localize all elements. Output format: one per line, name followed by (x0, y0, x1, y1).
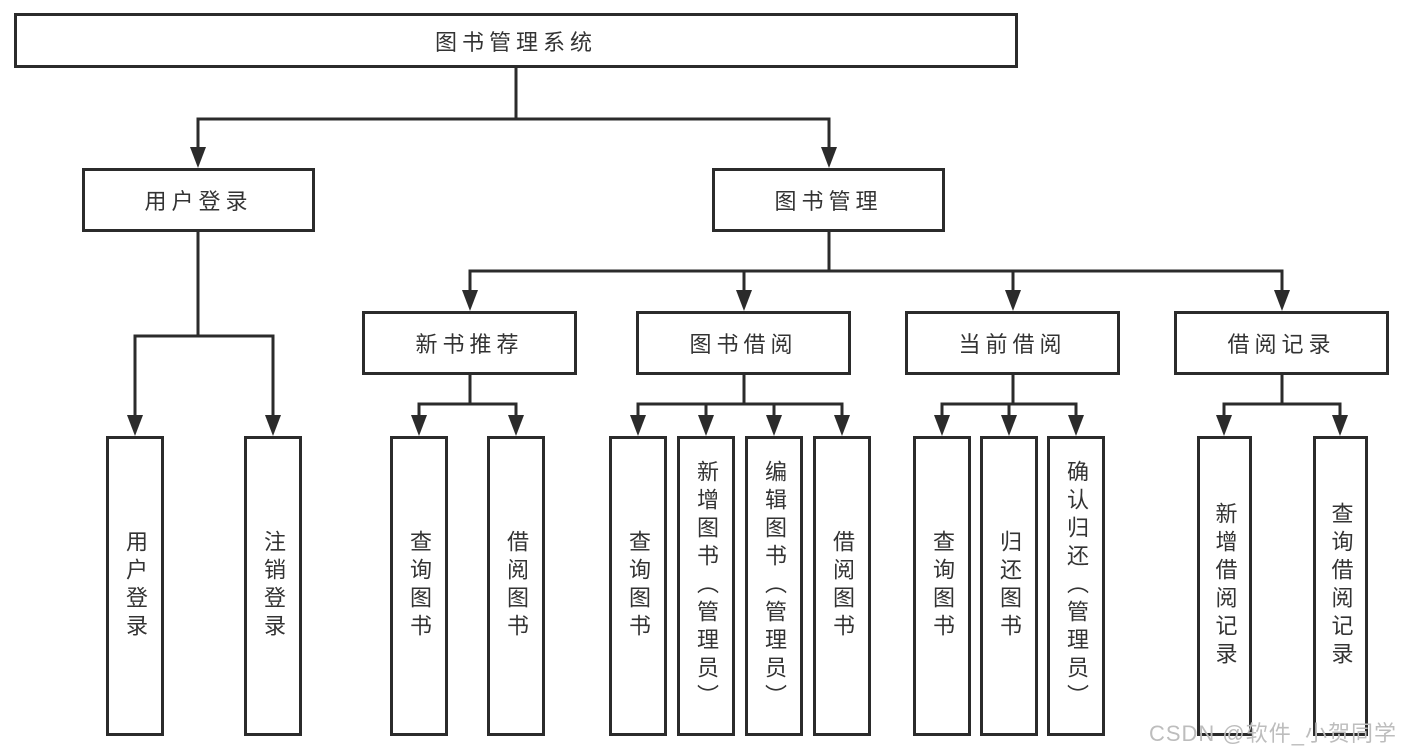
csdn-watermark: CSDN @软件_小贺同学 (1148, 721, 1397, 746)
node-new-book-recommend: 新书推荐 (362, 311, 577, 375)
node-leaf-add-book-admin-label: 新增图书（管理员） (694, 460, 719, 712)
node-leaf-borrow-book-recommend: 借阅图书 (487, 436, 545, 736)
node-book-borrow: 图书借阅 (636, 311, 851, 375)
node-leaf-edit-book-admin-label: 编辑图书（管理员） (762, 460, 787, 712)
node-book-management-label: 图书管理 (774, 189, 883, 214)
node-root: 图书管理系统 (14, 13, 1018, 68)
node-leaf-borrow-book-label: 借阅图书 (830, 530, 855, 642)
node-leaf-query-book-recommend: 查询图书 (390, 436, 448, 736)
node-borrow-record: 借阅记录 (1174, 311, 1389, 375)
node-leaf-query-book-borrow-label: 查询图书 (626, 530, 651, 642)
node-leaf-confirm-return-admin-label: 确认归还（管理员） (1064, 460, 1089, 712)
node-leaf-borrow-book: 借阅图书 (813, 436, 871, 736)
node-leaf-logout: 注销登录 (244, 436, 302, 736)
node-user-login: 用户登录 (82, 168, 315, 232)
node-leaf-query-book-current: 查询图书 (913, 436, 971, 736)
node-leaf-borrow-book-recommend-label: 借阅图书 (504, 530, 529, 642)
node-current-borrow: 当前借阅 (905, 311, 1120, 375)
node-leaf-return-book: 归还图书 (980, 436, 1038, 736)
node-user-login-label: 用户登录 (144, 189, 253, 214)
node-leaf-add-borrow-record: 新增借阅记录 (1197, 436, 1252, 736)
node-leaf-add-borrow-record-label: 新增借阅记录 (1212, 502, 1238, 670)
node-leaf-add-book-admin: 新增图书（管理员） (677, 436, 735, 736)
node-new-book-recommend-label: 新书推荐 (415, 332, 524, 357)
node-leaf-query-borrow-record: 查询借阅记录 (1313, 436, 1368, 736)
node-leaf-query-borrow-record-label: 查询借阅记录 (1328, 502, 1354, 670)
node-leaf-logout-label: 注销登录 (261, 530, 286, 642)
node-current-borrow-label: 当前借阅 (958, 332, 1067, 357)
node-book-management: 图书管理 (712, 168, 945, 232)
node-leaf-query-book-recommend-label: 查询图书 (407, 530, 432, 642)
arrowheads (127, 147, 1348, 436)
node-root-label: 图书管理系统 (434, 29, 597, 55)
node-leaf-edit-book-admin: 编辑图书（管理员） (745, 436, 803, 736)
node-leaf-return-book-label: 归还图书 (997, 530, 1022, 642)
node-book-borrow-label: 图书借阅 (689, 332, 798, 357)
node-leaf-query-book-current-label: 查询图书 (930, 530, 955, 642)
node-leaf-query-book-borrow: 查询图书 (609, 436, 667, 736)
node-leaf-user-login-label: 用户登录 (123, 530, 148, 642)
node-leaf-confirm-return-admin: 确认归还（管理员） (1047, 436, 1105, 736)
node-borrow-record-label: 借阅记录 (1227, 332, 1336, 357)
node-leaf-user-login: 用户登录 (106, 436, 164, 736)
